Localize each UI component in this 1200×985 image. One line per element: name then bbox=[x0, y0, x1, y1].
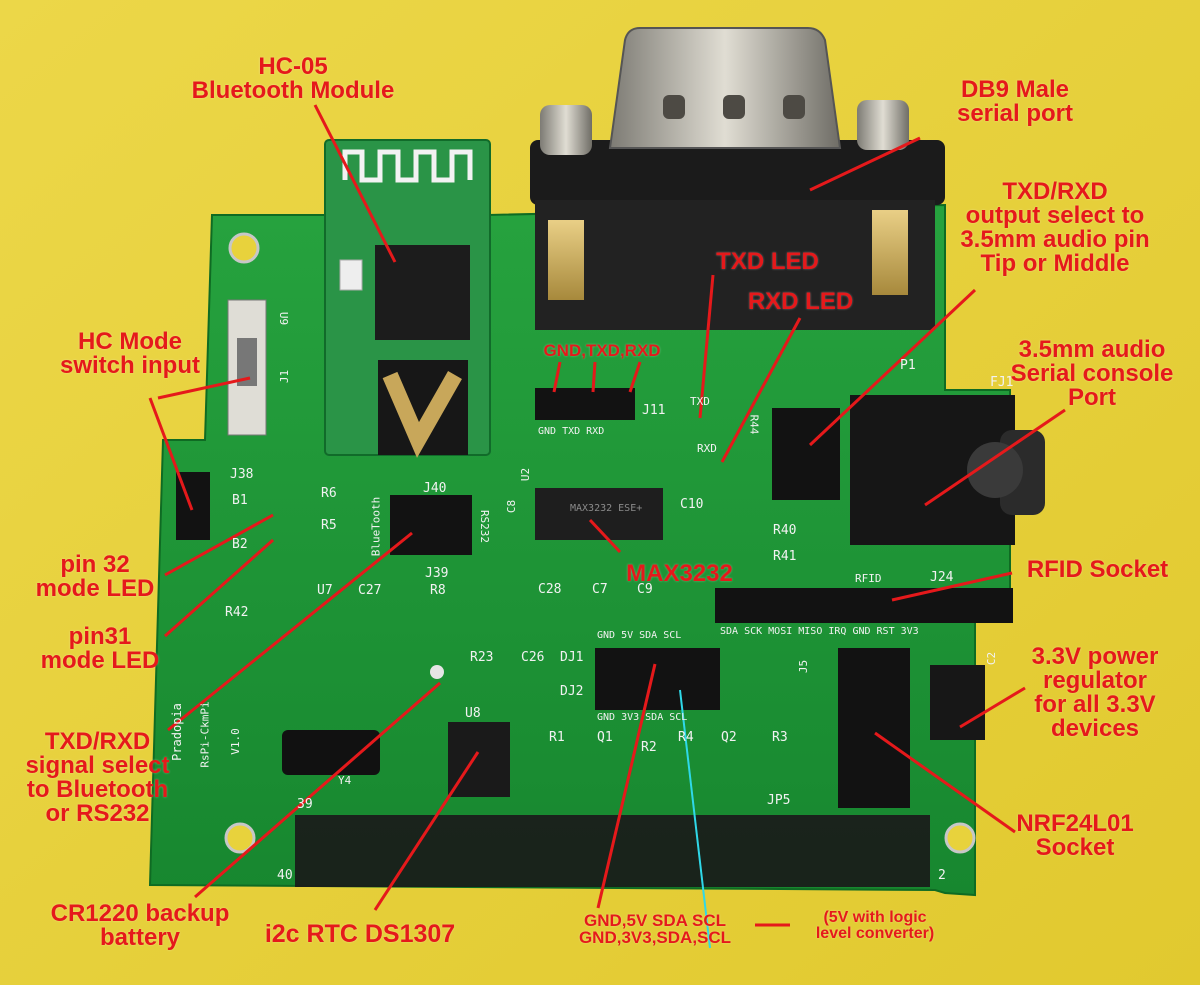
mount-hole bbox=[944, 822, 976, 854]
silk-c2: C2 bbox=[985, 651, 999, 666]
jumper-j40-j39 bbox=[390, 495, 472, 555]
label-max3232: MAX3232 bbox=[626, 560, 733, 587]
silk-y4: Y4 bbox=[338, 774, 352, 787]
antenna-trace bbox=[342, 149, 473, 183]
silk-bluetooth: BlueTooth bbox=[369, 496, 383, 557]
silk-j40: J40 bbox=[423, 481, 447, 496]
silk-version: V1.0 bbox=[228, 728, 242, 755]
silk-fj1: FJ1 bbox=[990, 375, 1014, 390]
silk-u7: U7 bbox=[317, 583, 333, 598]
silk-u2: U2 bbox=[519, 467, 533, 482]
silk-c7: C7 bbox=[592, 582, 608, 597]
label-rxd-led: RXD LED bbox=[747, 288, 854, 315]
silk-r1: R1 bbox=[549, 730, 565, 745]
silk-gnd-txd-rxd: GND TXD RXD bbox=[538, 426, 605, 437]
silk-r3: R3 bbox=[772, 730, 788, 745]
silk-r44: R44 bbox=[747, 414, 761, 435]
silk-chip: MAX3232 ESE+ bbox=[570, 503, 643, 514]
db9-port bbox=[530, 140, 945, 205]
silk-jp5: JP5 bbox=[767, 793, 791, 808]
silk-rxd: RXD bbox=[697, 442, 717, 455]
silk-dj2: DJ2 bbox=[560, 684, 584, 699]
silk-c9: C9 bbox=[637, 582, 653, 597]
jumper-r44 bbox=[772, 408, 840, 500]
silk-c8: C8 bbox=[505, 499, 519, 514]
silk-dj1: DJ1 bbox=[560, 650, 584, 665]
label-gnd-txd-rxd: GND,TXD,RXD bbox=[543, 341, 661, 360]
silk-rs232: RS232 bbox=[478, 509, 492, 544]
rfid-socket bbox=[715, 588, 1013, 623]
mount-hole bbox=[228, 232, 260, 264]
silk-r5: R5 bbox=[321, 518, 337, 533]
cyan-pointer bbox=[679, 689, 711, 949]
silk-r6: R6 bbox=[321, 486, 337, 501]
silk-j39: J39 bbox=[425, 566, 449, 581]
silk-board-model: RsPi-CkmPi bbox=[198, 701, 212, 768]
silk-j5: J5 bbox=[797, 659, 811, 674]
silk-q1: Q1 bbox=[597, 730, 613, 745]
silk-r8: R8 bbox=[430, 583, 446, 598]
silk-40: 40 bbox=[277, 868, 293, 883]
nrf-socket bbox=[838, 648, 910, 808]
label-rtc: i2c RTC DS1307 bbox=[264, 920, 456, 948]
silk-rfid: RFID bbox=[855, 572, 882, 585]
silk-p1: P1 bbox=[900, 358, 916, 373]
pointer-lines bbox=[148, 104, 1066, 927]
silk-dj-bottom: GND 3V3 SDA SCL bbox=[597, 712, 688, 723]
silk-b2: B2 bbox=[232, 537, 248, 552]
silk-r2: R2 bbox=[641, 740, 657, 755]
silk-u8: U8 bbox=[465, 706, 481, 721]
silk-j11: J11 bbox=[642, 403, 666, 418]
label-rfid: RFID Socket bbox=[1026, 556, 1169, 583]
crystal bbox=[282, 730, 380, 775]
silk-r4: R4 bbox=[678, 730, 694, 745]
silk-r40: R40 bbox=[773, 523, 797, 538]
mount-hole bbox=[224, 822, 256, 854]
silk-q2: Q2 bbox=[721, 730, 737, 745]
silk-c10: C10 bbox=[680, 497, 704, 512]
silk-c26: C26 bbox=[521, 650, 545, 665]
silk-2: 2 bbox=[938, 868, 946, 883]
label-txd-led: TXD LED bbox=[716, 248, 819, 275]
silk-j24: J24 bbox=[930, 570, 954, 585]
silk-txd: TXD bbox=[690, 395, 710, 408]
silk-r23: R23 bbox=[470, 650, 494, 665]
silk-rfid-pins: SDA SCK MOSI MISO IRQ GND RST 3V3 bbox=[720, 626, 919, 637]
silk-dj-top: GND 5V SDA SCL bbox=[597, 630, 682, 641]
silk-c28: C28 bbox=[538, 582, 562, 597]
silk-b1: B1 bbox=[232, 493, 248, 508]
max3232-ic bbox=[535, 488, 663, 540]
i2c-header bbox=[595, 648, 720, 710]
header-j11 bbox=[535, 388, 635, 420]
silk-u9: U9 bbox=[277, 311, 291, 326]
bluetooth-chip bbox=[375, 245, 470, 340]
silk-j1: J1 bbox=[278, 369, 292, 384]
silk-r41: R41 bbox=[773, 549, 797, 564]
power-regulator bbox=[930, 665, 985, 740]
silk-j38: J38 bbox=[230, 467, 254, 482]
silk-c27: C27 bbox=[358, 583, 382, 598]
silk-39: 39 bbox=[297, 797, 313, 812]
silk-r42: R42 bbox=[225, 605, 249, 620]
